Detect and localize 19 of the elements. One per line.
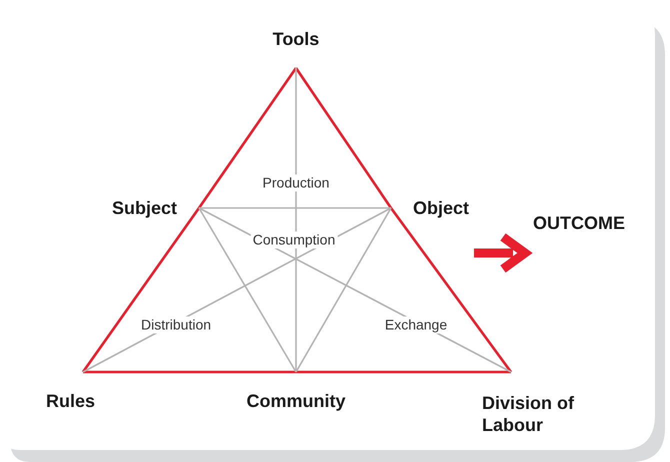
- connector-line: [83, 370, 296, 374]
- vertex-label: Community: [246, 390, 346, 412]
- connector-line: [295, 68, 297, 372]
- connector-line: [296, 370, 511, 374]
- connector-line: [198, 67, 298, 209]
- connector-line: [82, 207, 200, 373]
- vertex-label: Object: [413, 197, 470, 219]
- vertex-label: Division of Labour: [482, 392, 576, 436]
- region-label: Consumption: [250, 232, 338, 248]
- connector-line: [294, 67, 392, 209]
- connector-line: [198, 208, 297, 372]
- connector-line: [390, 207, 512, 373]
- region-label: Production: [260, 174, 332, 192]
- connector-line: [199, 207, 391, 209]
- vertex-label: Tools: [272, 28, 320, 50]
- vertex-label: Rules: [46, 390, 96, 412]
- vertex-label: Subject: [112, 197, 177, 219]
- connector-line: [295, 208, 392, 372]
- vertex-label: OUTCOME: [533, 212, 625, 234]
